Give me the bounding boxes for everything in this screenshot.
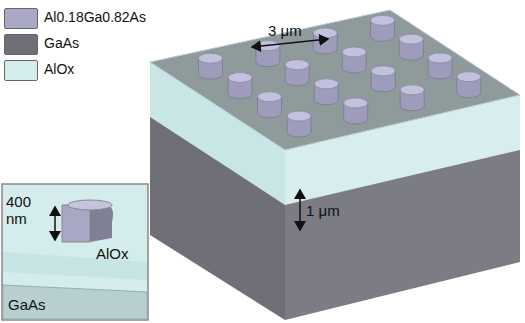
pitch-arrow: [252, 39, 328, 47]
thickness-arrow: [299, 190, 301, 230]
pillar-top: [258, 92, 282, 102]
pillar-top: [371, 15, 395, 25]
legend-text: Al0.18Ga0.82As: [44, 9, 146, 26]
legend-text: AlOx: [44, 61, 74, 78]
pillar-top: [457, 72, 481, 82]
inset-pillar-top: [68, 200, 112, 210]
layer-label: GaAs: [8, 296, 46, 313]
inset-panel: [2, 184, 148, 320]
pillar-top: [371, 66, 395, 76]
legend-text: GaAs: [44, 35, 79, 52]
pillar-top: [287, 111, 311, 121]
pillar-top: [342, 47, 366, 57]
top-face: [150, 10, 520, 150]
pillar-top: [228, 73, 252, 83]
pillar-top: [344, 98, 368, 108]
pillar-top: [428, 53, 452, 63]
pillar-top: [400, 85, 424, 95]
layer-label: AlOx: [96, 245, 129, 262]
pitch-label: 3 μm: [268, 22, 302, 39]
height-arrow: [54, 207, 56, 240]
inset-pillar-face: [62, 205, 90, 242]
pillar-top: [285, 60, 309, 70]
inset-gaas-layer: [3, 285, 147, 319]
pillar-top: [198, 53, 222, 63]
legend-swatch: [4, 8, 38, 29]
legend-swatch: [4, 60, 38, 81]
pillar-top: [313, 28, 337, 38]
pillar-top: [399, 34, 423, 44]
height-label: 400 nm: [6, 193, 50, 227]
pillar-top: [314, 79, 338, 89]
thickness-label: 1 μm: [306, 202, 340, 219]
legend-swatch: [4, 34, 38, 55]
